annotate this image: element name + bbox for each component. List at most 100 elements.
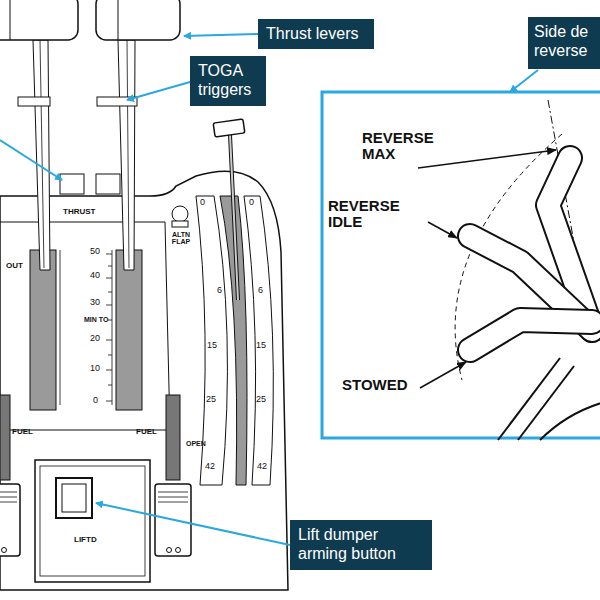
callout-box: TOGA triggers <box>190 56 266 106</box>
leader-line <box>127 82 190 100</box>
panel-label: ALTN FLAP <box>166 231 196 246</box>
flap-lever-handle <box>213 119 245 137</box>
leader-line <box>510 70 538 92</box>
scale-number: 20 <box>90 334 100 343</box>
thrust-lever-handle <box>0 0 78 40</box>
lever-stem-edge <box>40 40 44 268</box>
base-curve <box>540 400 600 440</box>
reverser-levers <box>470 158 592 350</box>
leader-line <box>0 140 62 180</box>
knurl <box>158 502 188 503</box>
callout-box: Thrust levers <box>258 19 374 49</box>
flap-lever-stem-face <box>230 135 238 300</box>
tick <box>108 385 112 386</box>
lever-track <box>30 250 56 410</box>
flap-number: 6 <box>258 286 263 295</box>
tick <box>106 340 112 341</box>
flap-number: 15 <box>207 341 217 350</box>
flap-number: 15 <box>256 341 266 350</box>
liftd-button <box>56 478 92 518</box>
panel-label: FUEL <box>12 428 33 436</box>
gate-block <box>60 174 84 194</box>
leader-line <box>96 503 290 545</box>
knurl <box>158 497 188 498</box>
knurl <box>0 497 17 498</box>
fuel-slot <box>0 395 10 480</box>
leader-line <box>184 34 258 36</box>
lever-stem-edge <box>127 40 129 268</box>
scale-number: 50 <box>90 247 100 256</box>
screw <box>167 548 172 553</box>
toga-trigger <box>18 97 50 106</box>
flap-number: 0 <box>200 198 205 207</box>
tick <box>108 355 112 356</box>
panel-label: OPEN <box>186 440 206 447</box>
knurl <box>158 492 188 493</box>
scale-panel <box>0 222 170 430</box>
callout-text: Lift dumper arming button <box>298 525 422 563</box>
base-strut <box>518 366 574 440</box>
panel-label: THRUST <box>63 208 95 216</box>
flap-number: 42 <box>205 462 215 471</box>
pointer-arrow <box>420 362 466 388</box>
lever-stem <box>118 40 135 270</box>
flap-number: 42 <box>257 462 267 471</box>
panel-label: LIFTD <box>74 536 97 544</box>
tick <box>106 278 112 279</box>
scale-ticks <box>60 250 112 405</box>
lever-base <box>498 358 600 440</box>
pointer-arrow <box>418 150 556 168</box>
tick <box>108 320 112 321</box>
handle-edge <box>10 0 11 40</box>
fuel-slot <box>166 395 180 480</box>
knurl <box>0 502 17 503</box>
lever-fill <box>470 320 592 350</box>
tick <box>106 305 112 306</box>
position-label: REVERSE IDLE <box>328 198 428 230</box>
scale-number: 30 <box>90 298 100 307</box>
thrust-lever-handle <box>96 0 180 40</box>
scale-number: 10 <box>90 364 100 373</box>
lever-outline <box>470 320 592 350</box>
lever-track <box>116 250 142 410</box>
handle-edge <box>118 0 119 40</box>
tick <box>108 266 112 267</box>
flap-lever-stem <box>230 135 238 300</box>
flap-number: 0 <box>249 198 254 207</box>
screw <box>176 548 181 553</box>
position-label: REVERSE MAX <box>362 130 457 162</box>
callout-text: Thrust levers <box>266 24 364 43</box>
panel-label: OUT <box>6 262 23 270</box>
scale-number: 0 <box>93 396 98 405</box>
panel-label: FUEL <box>136 428 157 436</box>
pointer-arrow <box>428 222 457 238</box>
liftd-housing <box>35 460 150 582</box>
flap-number: 25 <box>256 395 266 404</box>
base-strut <box>498 358 560 440</box>
screw <box>2 548 7 553</box>
scale-label: MIN TO <box>84 316 108 323</box>
tick <box>108 292 112 293</box>
light-base <box>172 221 188 227</box>
tick <box>106 370 112 371</box>
altn-flap-light <box>172 206 188 222</box>
liftd-housing-inner <box>40 466 145 576</box>
flap-gate-right <box>244 196 273 485</box>
callout-box: Side de reverse <box>528 17 600 69</box>
callout-text: TOGA triggers <box>198 61 256 99</box>
flap-number: 6 <box>217 286 222 295</box>
liftd-button-face <box>62 484 86 512</box>
scale-number: 40 <box>90 271 100 280</box>
lever-stem <box>33 40 50 270</box>
fuel-lever-handle <box>0 484 20 556</box>
callout-box: Lift dumper arming button <box>290 520 432 570</box>
callout-text: Side de reverse <box>534 22 598 60</box>
scale-line <box>60 250 61 405</box>
tick <box>106 401 112 402</box>
knurl <box>0 492 17 493</box>
flap-number: 25 <box>206 395 216 404</box>
scale-line <box>112 250 113 405</box>
position-arrows <box>418 150 556 388</box>
tick <box>106 254 112 255</box>
